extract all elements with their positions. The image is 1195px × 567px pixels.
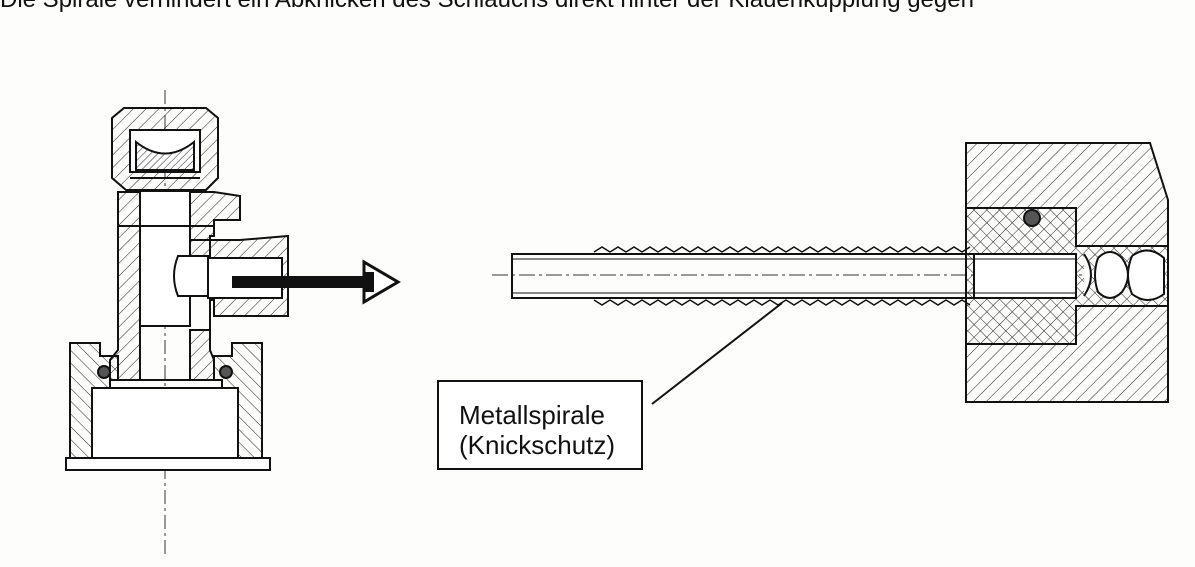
connector-o-ring <box>1023 209 1041 227</box>
callout-leader <box>651 302 783 405</box>
callout-line-1: Metallspirale <box>459 400 605 430</box>
metal-spiral <box>593 246 971 306</box>
callout-line-2: (Knickschutz) <box>459 430 616 460</box>
o-ring-right <box>219 365 233 379</box>
cropped-caption-text: Die Spirale verhindert ein Abknicken des… <box>0 0 1195 12</box>
hose-assembly <box>492 142 1169 403</box>
coupling-body-section <box>65 90 289 555</box>
claw-seal <box>135 139 195 171</box>
spiral-callout-box: Metallspirale (Knickschutz) <box>437 380 643 470</box>
flow-arrow <box>232 259 401 305</box>
ball-chain <box>1083 249 1165 301</box>
hose-tube <box>511 253 975 299</box>
o-ring-left <box>97 365 111 379</box>
